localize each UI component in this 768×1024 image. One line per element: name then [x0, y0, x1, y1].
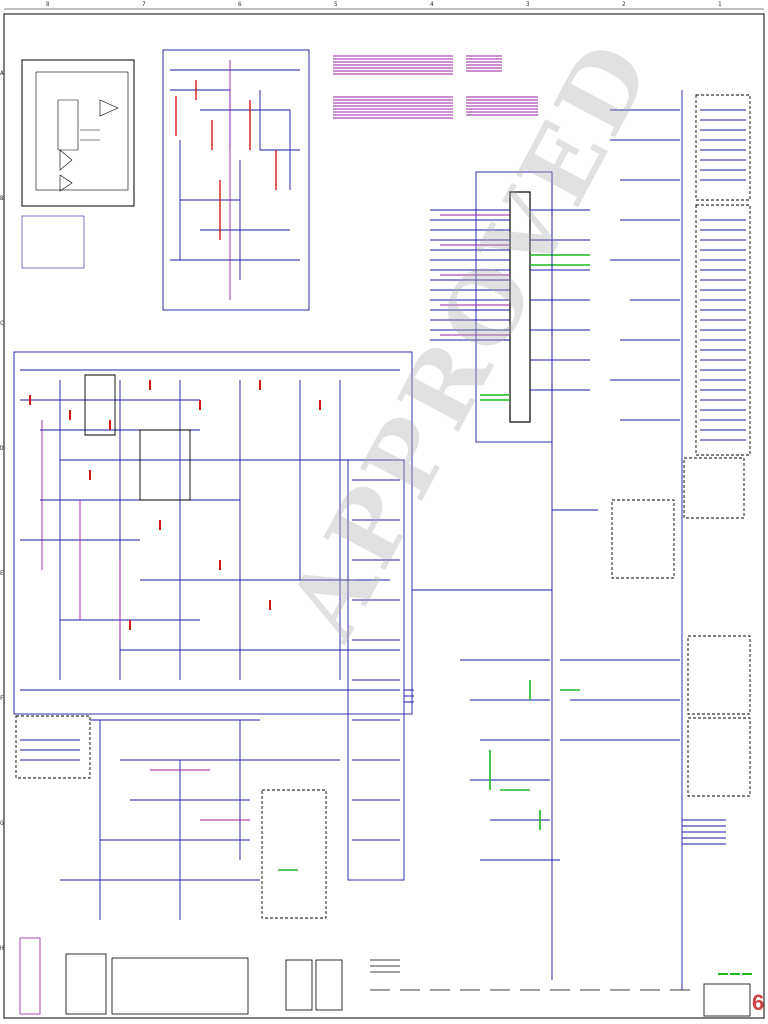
analog-section: [13, 351, 413, 715]
border-col-label: 5: [334, 1, 338, 8]
border-col-label: 1: [718, 1, 722, 8]
border-row-label: C: [0, 320, 4, 327]
border-row-label: D: [0, 445, 4, 452]
border-row-label: B: [0, 195, 4, 202]
main-ic-section: [430, 171, 598, 980]
border-row-label: F: [0, 695, 4, 702]
border-row-label: H: [0, 945, 4, 952]
border-row-label: E: [0, 570, 4, 577]
title-block: [703, 983, 751, 1017]
drawing-frame: [3, 13, 765, 1019]
net-label-arrays: [333, 55, 538, 119]
border-col-label: 3: [526, 1, 530, 8]
inset-block-diagram: [21, 59, 135, 269]
sheet-number: 6: [752, 990, 765, 1015]
border-col-label: 6: [238, 1, 242, 8]
lower-left-section: [15, 715, 340, 920]
right-column-section: [610, 90, 751, 990]
border-col-label: 7: [142, 1, 146, 8]
power-section: [162, 49, 310, 311]
border-col-label: 8: [46, 1, 50, 8]
border-col-label: 2: [622, 1, 626, 8]
border-col-label: 4: [430, 1, 434, 8]
lower-middle-section: [460, 659, 680, 861]
switch-matrix: [347, 459, 552, 881]
border-row-label: G: [0, 820, 4, 827]
bottom-legend-strip: [19, 937, 690, 1015]
border-row-label: A: [0, 70, 4, 77]
